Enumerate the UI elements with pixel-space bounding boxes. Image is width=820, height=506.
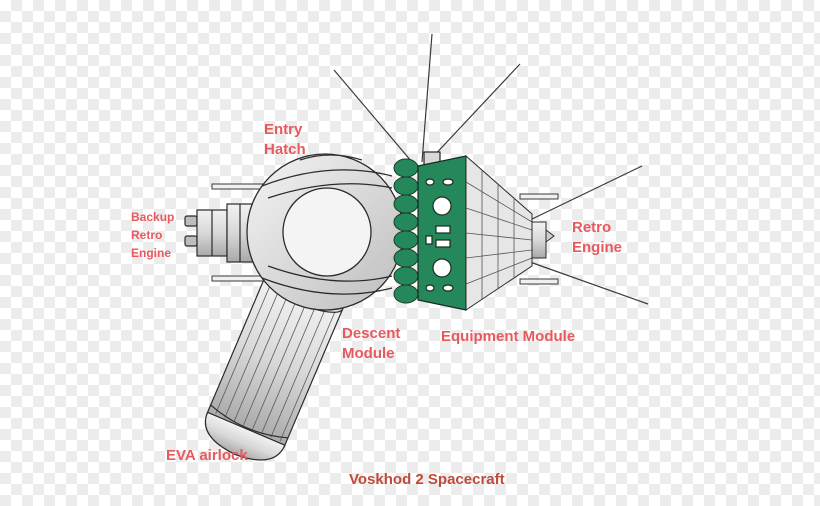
descent-module <box>246 153 404 311</box>
side-rails <box>211 183 559 285</box>
entry-hatch-label: Entry Hatch <box>264 120 306 160</box>
backup-retro-engine-label: Backup Retro Engine <box>131 208 174 262</box>
equipment-module-label-text: Equipment Module <box>441 328 576 345</box>
descent-module-label: Descent Module <box>342 324 400 364</box>
entry-hatch-label-line-2: Hatch <box>264 141 306 158</box>
diagram-title: Voskhod 2 Spacecraft <box>349 470 505 490</box>
descent-module-label-line-2: Module <box>342 345 395 362</box>
antennas <box>333 33 649 305</box>
retro-engine-label-line-1: Retro <box>572 219 612 236</box>
backup-retro-engine <box>184 203 254 263</box>
diagram-title-text: Voskhod 2 Spacecraft <box>349 471 505 488</box>
retro-engine-label: Retro Engine <box>572 218 622 258</box>
eva-airlock-label: EVA airlock <box>166 446 248 466</box>
entry-hatch-label-line-1: Entry <box>264 121 303 138</box>
backup-retro-engine-label-line-2: Retro <box>131 228 163 242</box>
equipment-module-label: Equipment Module <box>441 327 575 347</box>
backup-retro-engine-label-line-3: Engine <box>131 246 172 260</box>
retro-engine <box>465 154 555 311</box>
eva-airlock-label-text: EVA airlock <box>166 447 248 464</box>
descent-module-bulges <box>393 158 419 304</box>
descent-module-label-line-1: Descent <box>342 325 401 342</box>
equipment-module <box>417 151 467 311</box>
backup-retro-engine-label-line-1: Backup <box>131 210 175 224</box>
retro-engine-label-line-2: Engine <box>572 239 623 256</box>
